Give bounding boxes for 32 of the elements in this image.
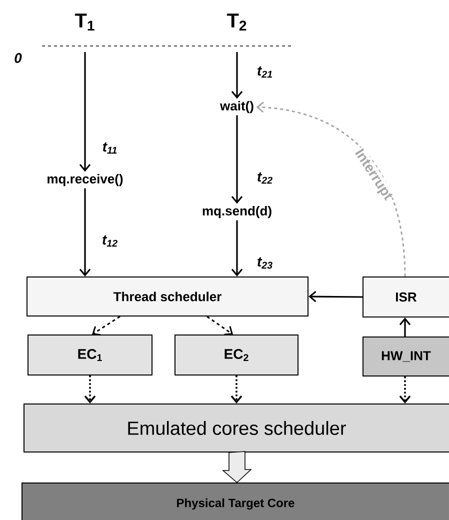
process-box: Emulated cores scheduler (24, 404, 449, 452)
block-arrow (222, 451, 252, 484)
edge-label: t$_{11}$ (101, 141, 119, 155)
process-box: EC$_{1}$ (28, 334, 152, 376)
arrow (231, 52, 243, 99)
process-box: HW_INT (362, 336, 449, 376)
arrow (399, 318, 411, 336)
arrow (92, 316, 120, 336)
call-label: wait() (220, 100, 254, 114)
process-box: EC$_{2}$ (174, 334, 298, 376)
arrow (231, 115, 243, 204)
arrow (79, 52, 91, 172)
arrow (84, 376, 96, 404)
arrow (206, 316, 233, 336)
edge-label: t$_{21}$ (256, 65, 274, 79)
arrow (230, 376, 242, 404)
call-label: mq.send(d) (202, 206, 272, 218)
edge-label: t$_{23}$ (256, 256, 274, 270)
arrow (79, 188, 91, 276)
thread-label: T$_{2}$ (226, 14, 246, 30)
arrow (256, 102, 406, 277)
edge-label: t$_{22}$ (256, 171, 274, 185)
call-label: mq.receive() (48, 174, 123, 186)
edge-label: t$_{12}$ (100, 234, 120, 248)
process-box: ISR (362, 276, 449, 318)
process-box: Physical Target Core (22, 482, 449, 520)
arrow (399, 376, 411, 404)
time-zero-label: 0 (14, 53, 22, 63)
arrow (308, 290, 362, 302)
thread-label: T$_{1}$ (74, 14, 94, 30)
arrow (231, 220, 243, 276)
process-box: Thread scheduler (26, 276, 308, 316)
